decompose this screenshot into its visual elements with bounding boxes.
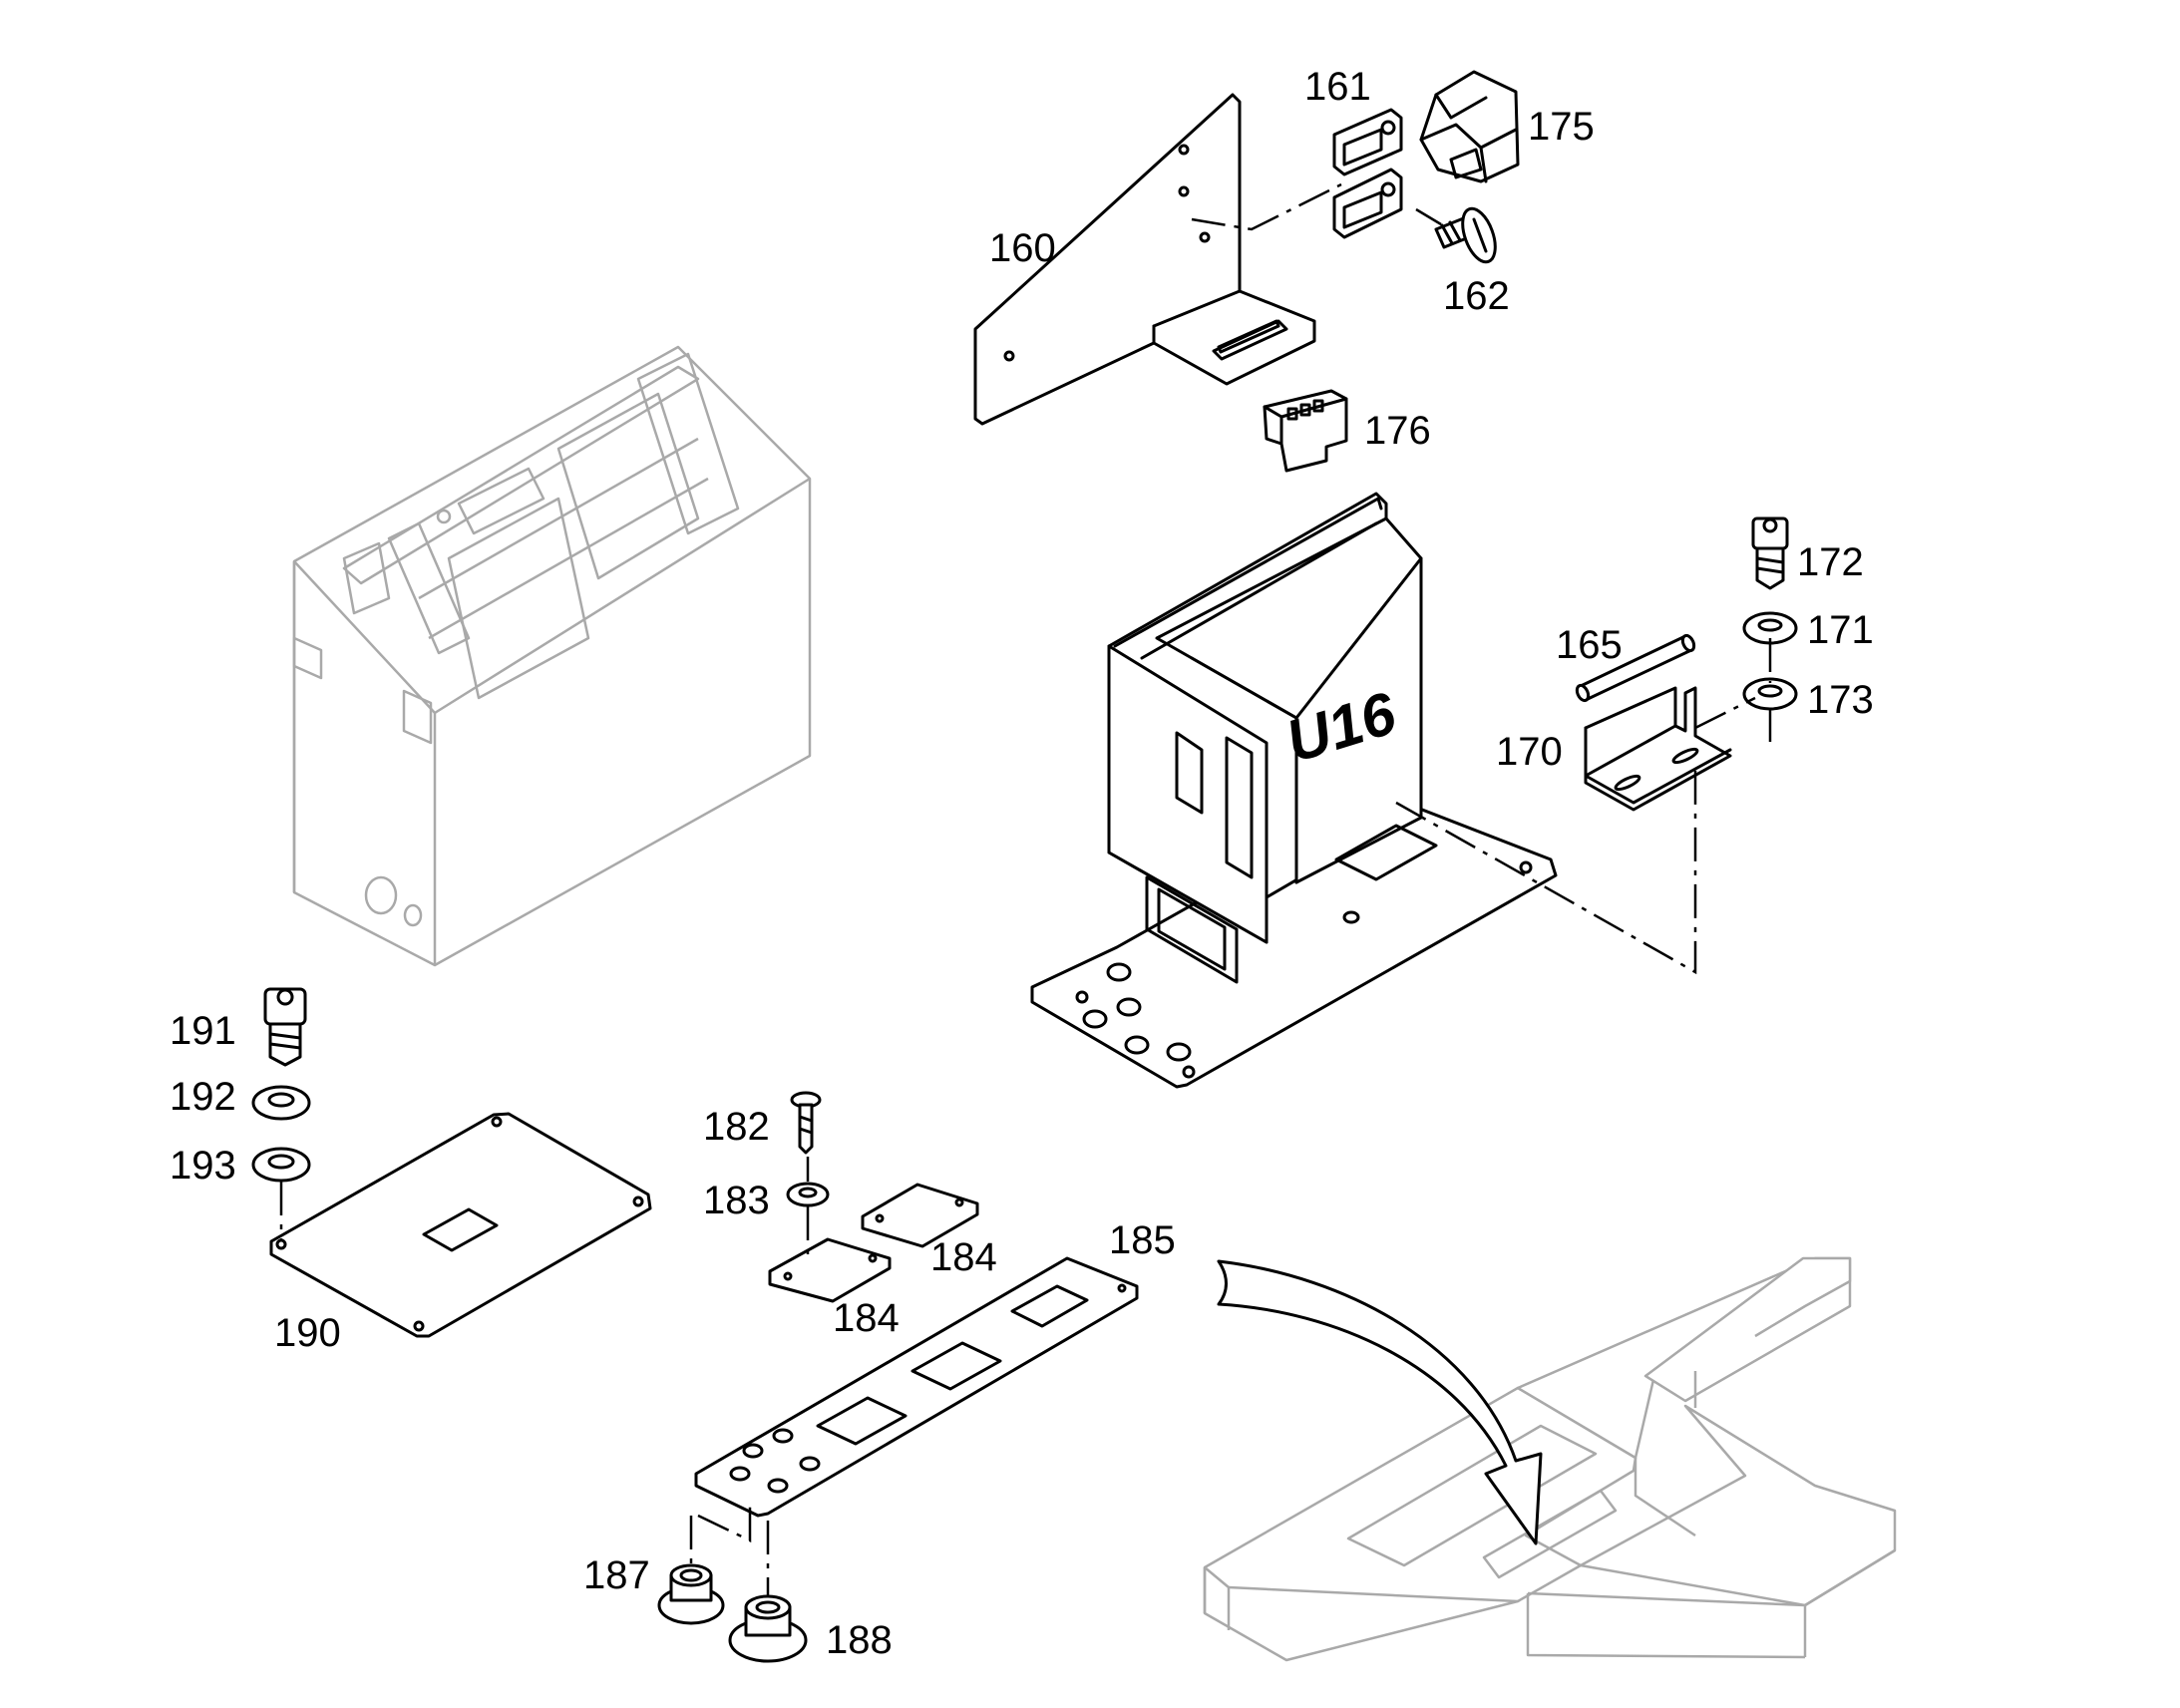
screw-162 [1434,206,1497,264]
cover-184-a [768,1237,892,1303]
part-callouts: 160 161 175 162 176 172 165 171 173 170 … [170,65,1874,1662]
chassis-u16: U16 [1030,492,1558,1089]
screw-182 [790,1091,822,1155]
label-187: 187 [583,1553,650,1597]
cabinet-housing [292,345,812,967]
label-182: 182 [703,1105,770,1149]
mounting-bracket-160 [973,93,1316,426]
label-190: 190 [274,1311,341,1355]
connector-176 [1263,389,1348,473]
machine-frame [1203,1256,1897,1662]
bushing-187 [657,1563,725,1625]
label-161: 161 [1304,65,1371,109]
label-160: 160 [989,226,1056,270]
label-165: 165 [1556,623,1623,667]
washer-193 [251,1147,311,1183]
cover-plate-190 [269,1112,652,1338]
label-193: 193 [170,1144,236,1188]
washer-192 [251,1085,311,1121]
label-191: 191 [170,1009,236,1053]
bracket-170 [1584,686,1732,812]
assembly-lines [279,182,1772,1595]
label-192: 192 [170,1075,236,1119]
clip-161 [1332,108,1403,239]
label-185: 185 [1109,1218,1176,1262]
washer-173 [1742,677,1798,711]
label-184-b: 184 [930,1235,997,1279]
label-183: 183 [703,1179,770,1222]
label-176: 176 [1364,409,1431,453]
clip-175 [1419,70,1520,183]
label-184-a: 184 [833,1296,900,1340]
washer-183 [786,1182,830,1207]
panel-185 [694,1256,1139,1518]
label-171: 171 [1807,608,1874,652]
label-188: 188 [826,1618,893,1662]
screw-191 [263,987,307,1067]
label-172: 172 [1797,540,1864,584]
label-170: 170 [1496,730,1563,774]
label-162: 162 [1443,274,1510,318]
cover-184-b [861,1183,979,1248]
label-175: 175 [1528,105,1595,149]
screw-172 [1751,516,1789,590]
label-173: 173 [1807,678,1874,722]
bushing-188 [728,1594,808,1663]
rod-165 [1575,633,1696,703]
